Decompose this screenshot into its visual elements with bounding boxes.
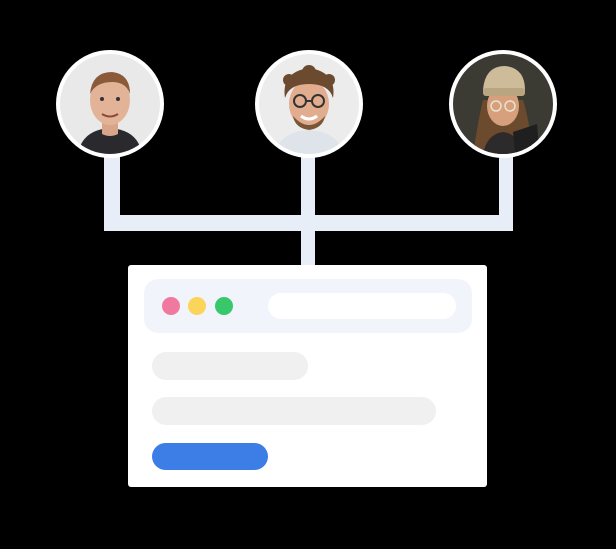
avatar-person-2 xyxy=(255,50,363,158)
connector-left-drop xyxy=(104,155,120,231)
avatar-woman-beanie-icon xyxy=(453,54,553,154)
avatar-man-short-hair-icon xyxy=(60,54,160,154)
avatar-man-curly-hair-glasses-icon xyxy=(259,54,359,154)
avatar-person-3 xyxy=(449,50,557,158)
address-bar[interactable] xyxy=(268,293,456,319)
connector-right-drop xyxy=(499,155,513,231)
maximize-window-dot[interactable] xyxy=(215,297,233,315)
connector-horizontal-bar xyxy=(104,215,513,231)
browser-title-bar xyxy=(144,279,472,333)
minimize-window-dot[interactable] xyxy=(188,297,206,315)
placeholder-text-line xyxy=(152,352,308,380)
placeholder-text-line xyxy=(152,397,436,425)
close-window-dot[interactable] xyxy=(162,297,180,315)
browser-window-mockup xyxy=(128,265,487,487)
primary-action-button[interactable] xyxy=(152,443,268,470)
avatar-person-1 xyxy=(56,50,164,158)
connector-middle-drop xyxy=(301,155,315,269)
